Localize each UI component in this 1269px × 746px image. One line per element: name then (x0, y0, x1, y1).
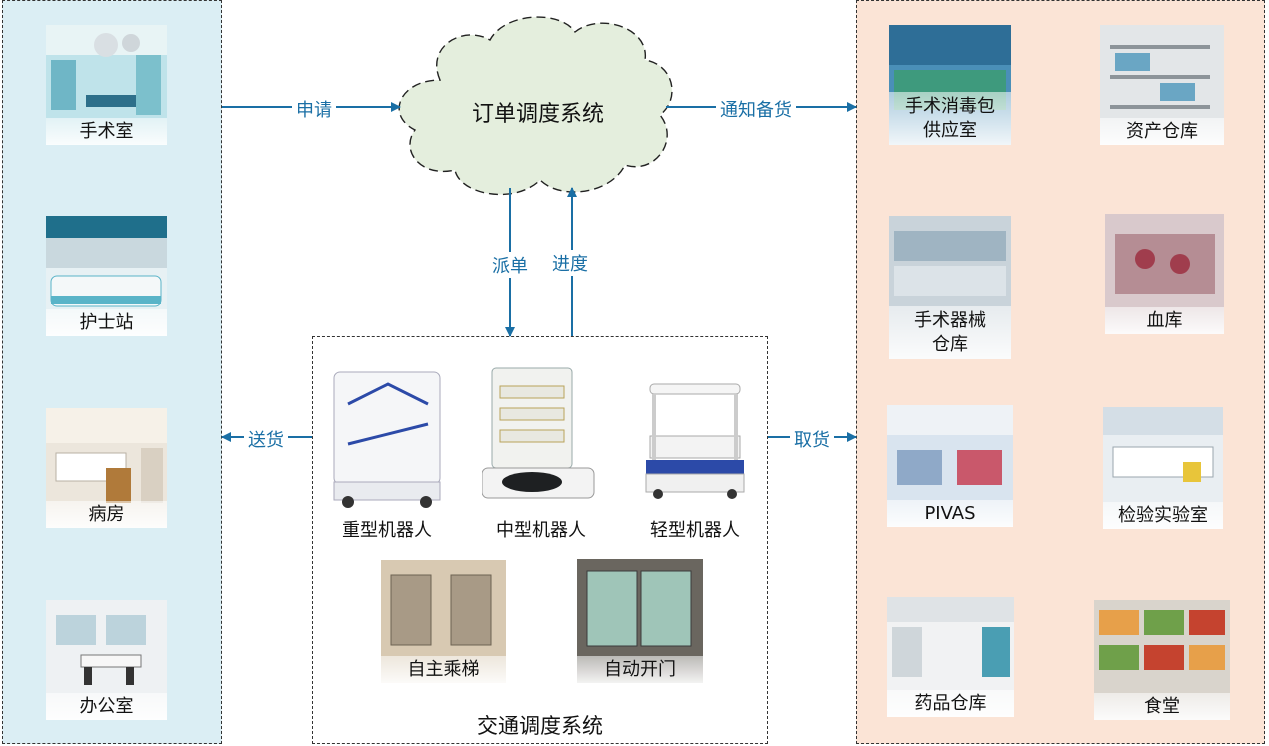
supply-site-label: PIVAS (887, 500, 1013, 527)
deliver-label: 送货 (244, 426, 288, 452)
supply-site-label-text: 手术器械 仓库 (914, 310, 986, 355)
order-system-cloud (398, 16, 673, 196)
notify-label: 通知备货 (716, 96, 796, 122)
supply-site-label: 药品仓库 (887, 690, 1014, 717)
department-label: 病房 (46, 501, 167, 528)
supply-tile-blood-bank: 血库 (1105, 214, 1224, 334)
traffic-system-title: 交通调度系统 (477, 714, 603, 738)
heavy-robot-icon (333, 371, 441, 508)
dispatch-label: 派单 (490, 252, 530, 278)
apply-label: 申请 (292, 96, 336, 122)
department-label: 办公室 (46, 693, 167, 720)
supply-site-label: 手术器械 仓库 (889, 306, 1011, 359)
facility-label: 自主乘梯 (381, 656, 506, 683)
department-tile-office: 办公室 (46, 600, 167, 720)
robot-label: 重型机器人 (342, 520, 432, 541)
light-robot-icon (645, 383, 745, 499)
supply-site-label: 检验实验室 (1103, 502, 1223, 529)
department-tile-nurse-station: 护士站 (46, 216, 167, 336)
supply-tile-pharmacy: 药品仓库 (887, 597, 1014, 717)
supply-site-label-text: 手术消毒包 供应室 (905, 96, 995, 141)
supply-site-label: 食堂 (1094, 693, 1230, 720)
facility-label: 自动开门 (577, 656, 703, 683)
supply-tile-instrument-warehouse: 手术器械 仓库 (889, 216, 1011, 359)
robot-label: 轻型机器人 (650, 520, 740, 541)
robot-label: 中型机器人 (496, 520, 586, 541)
department-label: 护士站 (46, 309, 167, 336)
pickup-label: 取货 (790, 426, 834, 452)
order-system-title: 订单调度系统 (471, 102, 604, 127)
supply-tile-pivas: PIVAS (887, 405, 1013, 527)
supply-tile-lab: 检验实验室 (1103, 407, 1223, 529)
supply-tile-asset-warehouse: 资产仓库 (1100, 25, 1224, 145)
progress-label: 进度 (550, 250, 590, 276)
department-label: 手术室 (46, 118, 167, 145)
department-tile-ward: 病房 (46, 408, 167, 528)
supply-site-label: 手术消毒包 供应室 (889, 92, 1011, 145)
auto-door-photo (577, 559, 703, 683)
supply-tile-canteen: 食堂 (1094, 600, 1230, 720)
facility-tile-auto-door: 自动开门 (577, 559, 703, 683)
department-tile-operating-room: 手术室 (46, 25, 167, 145)
facility-tile-elevator: 自主乘梯 (381, 560, 506, 683)
medium-robot-icon (482, 367, 595, 499)
supply-site-label: 资产仓库 (1100, 118, 1224, 145)
supply-tile-sterile-pack-room: 手术消毒包 供应室 (889, 25, 1011, 145)
supply-site-label: 血库 (1105, 307, 1224, 334)
